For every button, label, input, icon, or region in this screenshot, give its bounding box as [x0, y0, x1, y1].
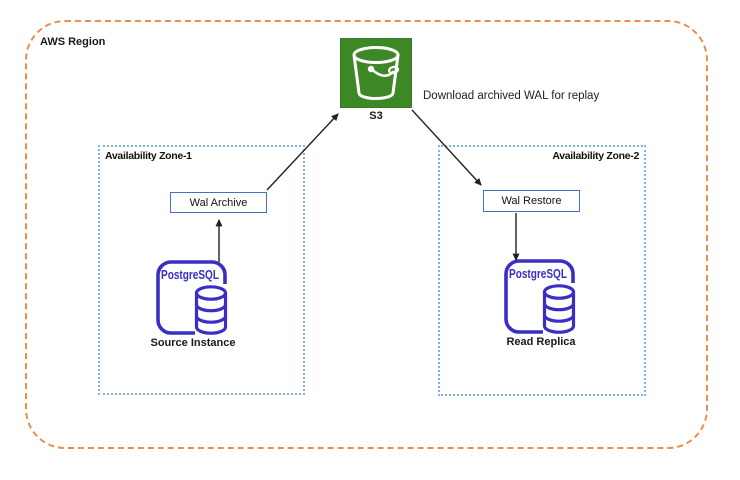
s3-label: S3	[369, 110, 383, 122]
wal-archive-label: Wal Archive	[189, 196, 248, 209]
postgresql-source-icon: PostgreSQL	[156, 260, 229, 336]
read-replica-label: Read Replica	[506, 336, 576, 348]
aws-region-box: AWS Region	[25, 20, 708, 449]
postgresql-replica-engine-label: PostgreSQL	[509, 267, 567, 281]
availability-zone-1-box: Availability Zone-1	[98, 145, 305, 395]
annotation-text: Download archived WAL for replay	[423, 90, 600, 102]
postgresql-replica-icon: PostgreSQL	[504, 259, 577, 335]
source-instance-label: Source Instance	[150, 337, 236, 349]
aws-region-label: AWS Region	[40, 36, 106, 48]
wal-restore-label: Wal Restore	[501, 195, 562, 207]
availability-zone-2-box: Availability Zone-2	[438, 145, 646, 396]
availability-zone-2-label: Availability Zone-2	[552, 150, 639, 162]
wal-archive-box: Wal Archive	[170, 192, 267, 213]
s3-bucket-icon	[339, 37, 413, 109]
wal-restore-box: Wal Restore	[483, 190, 580, 212]
postgresql-source-engine-label: PostgreSQL	[161, 268, 219, 282]
availability-zone-1-label: Availability Zone-1	[105, 150, 192, 162]
